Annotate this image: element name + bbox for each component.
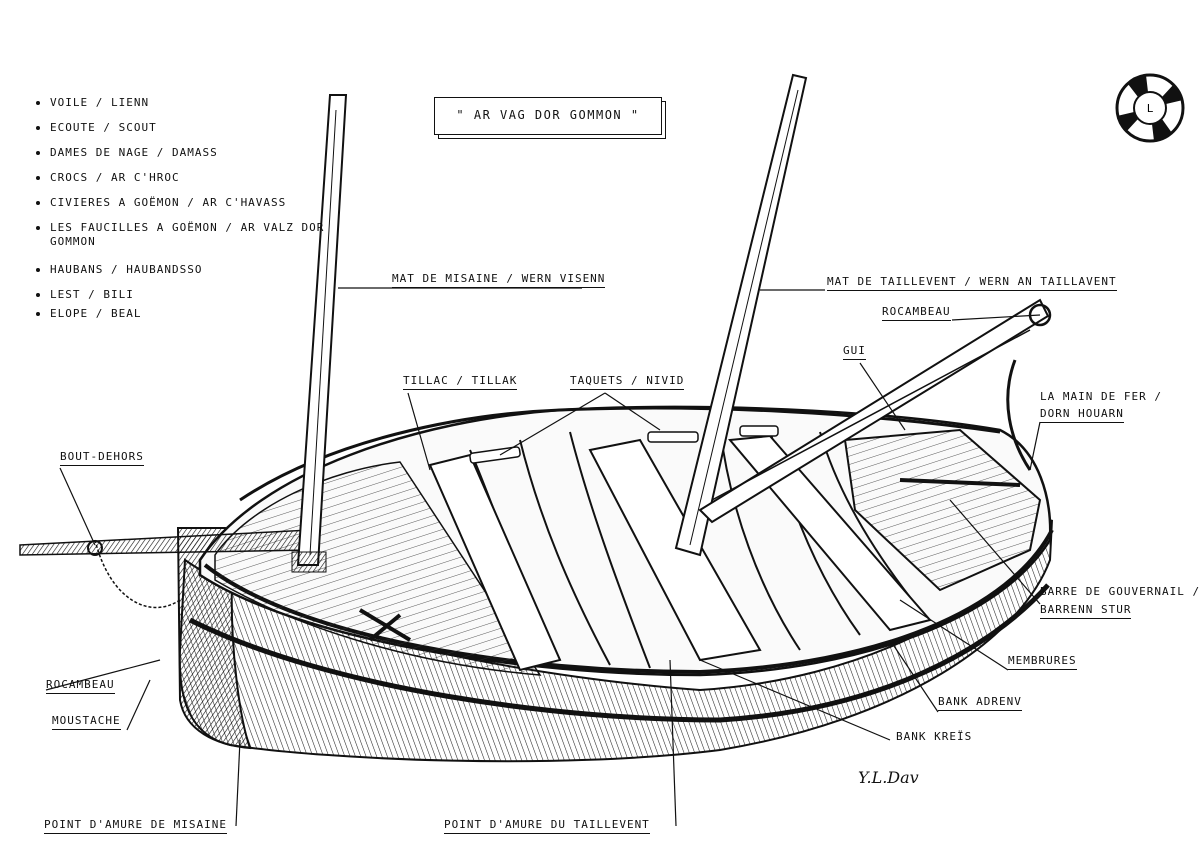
stern-box: [843, 428, 1042, 592]
label-main-de-fer-line2: DORN HOUARN: [1040, 407, 1124, 423]
label-membrures: MEMBRURES: [1008, 654, 1077, 670]
thwart-kreis: [588, 438, 762, 662]
label-barre-line1: BARRE DE GOUVERNAIL /: [1040, 585, 1200, 598]
foremast: [291, 94, 348, 573]
label-taquets: TAQUETS / NIVID: [570, 374, 685, 390]
thwart-tillac: [428, 453, 562, 672]
tiller: [899, 478, 1021, 487]
foredeck: [214, 461, 542, 676]
boom: [698, 298, 1052, 524]
label-gui: GUI: [843, 344, 866, 360]
label-bout-dehors: BOUT-DEHORS: [60, 450, 144, 466]
label-bank-kreis: BANK KREÏS: [896, 730, 973, 743]
mainmast: [674, 73, 808, 557]
legend-item-elope: ELOPE / BEAL: [34, 307, 340, 332]
legend-item-ecoute: ECOUTE / SCOUT: [34, 121, 340, 146]
hull-interior: [198, 405, 1054, 677]
label-rocambeau-top: ROCAMBEAU: [882, 305, 951, 321]
legend: VOILE / LIENN ECOUTE / SCOUT DAMES DE NA…: [34, 96, 340, 332]
diagram-title-box: " AR VAG DOR GOMMON ": [434, 97, 662, 135]
diagram-title: " AR VAG DOR GOMMON ": [456, 108, 640, 122]
legend-item-voile: VOILE / LIENN: [34, 96, 340, 121]
label-moustache: MOUSTACHE: [52, 714, 121, 730]
leader-lines: [45, 287, 1041, 827]
anchor: [358, 608, 412, 642]
label-tillac: TILLAC / TILLAK: [403, 374, 518, 390]
hull: [176, 519, 1053, 763]
label-point-amure-taillevent: POINT D'AMURE DU TAILLEVENT: [444, 818, 650, 834]
legend-item-dames-de-nage: DAMES DE NAGE / DAMASS: [34, 146, 340, 171]
lifebuoy-emblem: L: [1115, 73, 1185, 143]
legend-item-civieres: CIVIERES A GOËMON / AR C'HAVASS: [34, 196, 340, 221]
label-mat-taillevent: MAT DE TAILLEVENT / WERN AN TAILLAVENT: [827, 275, 1117, 291]
artist-signature: Y.L.Dav: [858, 768, 919, 787]
label-main-de-fer-line1: LA MAIN DE FER /: [1040, 390, 1162, 403]
legend-item-crocs: CROCS / AR C'HROC: [34, 171, 340, 196]
legend-item-faucilles: LES FAUCILLES A GOËMON / AR VALZ DOR GOM…: [34, 221, 340, 263]
label-mat-misaine: MAT DE MISAINE / WERN VISENN: [392, 272, 606, 288]
legend-item-lest: LEST / BILI: [34, 288, 340, 307]
lifebuoy-mark: L: [1147, 102, 1154, 115]
stem-post: [176, 527, 252, 750]
legend-item-faucilles-text: LES FAUCILLES A GOËMON / AR VALZ DOR GOM…: [50, 221, 325, 248]
label-rocambeau-left: ROCAMBEAU: [46, 678, 115, 694]
label-bank-adrenv: BANK ADRENV: [938, 695, 1022, 711]
label-barre-line2: BARRENN STUR: [1040, 603, 1132, 619]
label-point-amure-misaine: POINT D'AMURE DE MISAINE: [44, 818, 227, 834]
legend-item-haubans: HAUBANS / HAUBANDSSO: [34, 263, 340, 288]
